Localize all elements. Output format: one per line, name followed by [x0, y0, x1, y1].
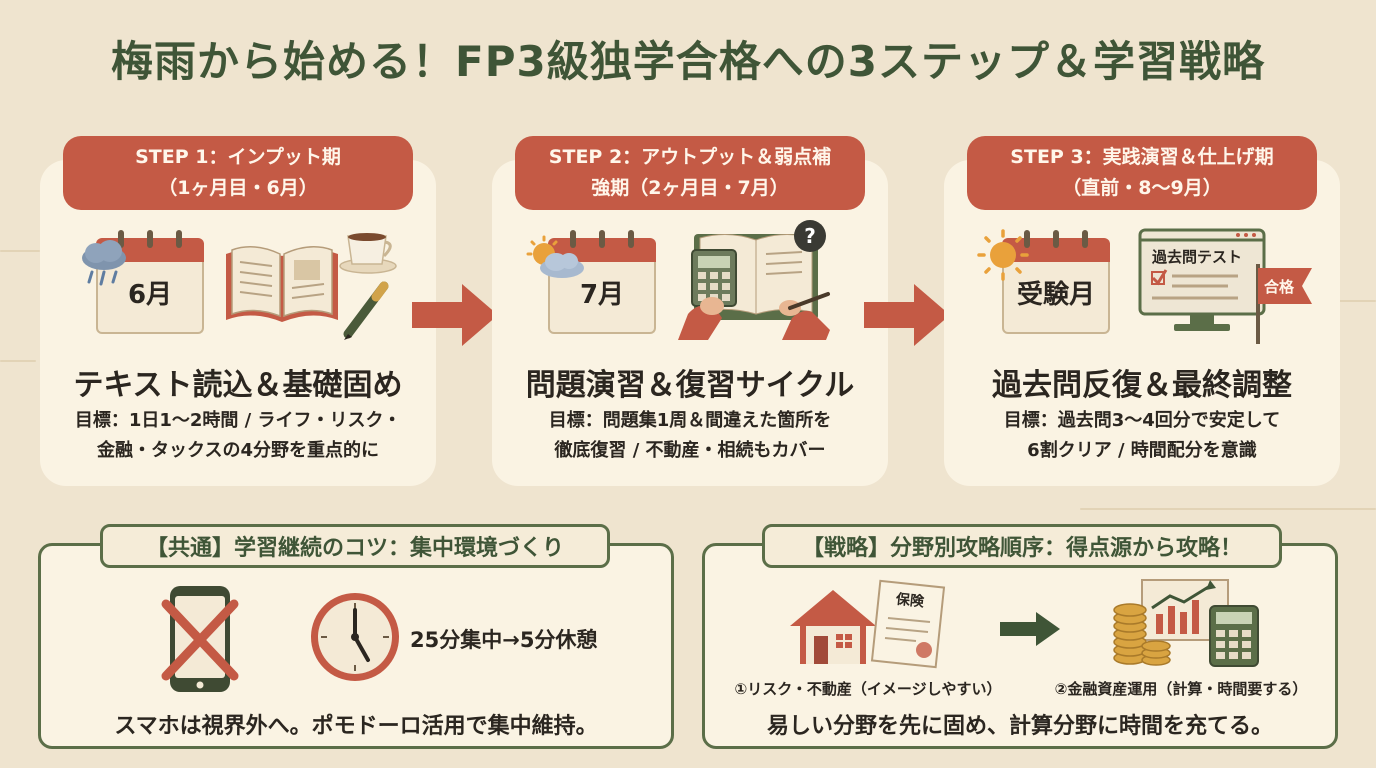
step-1-goal-line2: 金融・タックスの4分野を重点的に: [97, 440, 379, 461]
strategy-header: 【戦略】分野別攻略順序：得点源から攻略！: [762, 524, 1282, 568]
pen-icon: [343, 281, 389, 340]
clock-icon: [311, 593, 399, 681]
step-2-goal-line1: 目標：問題集1周＆間違えた箇所を: [548, 410, 832, 431]
step-2-goal-line2: 徹底復習 / 不動産・相続もカバー: [554, 440, 826, 461]
step-3-goal-line2: 6割クリア / 時間配分を意識: [1027, 440, 1257, 461]
step-3-main-text: 過去問反復＆最終調整: [992, 368, 1292, 403]
page-title: 梅雨から始める！FP3級独学合格への3ステップ＆学習戦略: [111, 37, 1265, 86]
arrow-right-icon: [412, 284, 498, 346]
strategy-item-2: ②金融資産運用（計算・時間要する）: [1054, 680, 1308, 698]
step-3-header-line1: STEP 3：実践演習＆仕上げ期: [1010, 146, 1274, 168]
step-1-calendar-month: 6月: [127, 280, 173, 310]
pass-flag-label: 合格: [1264, 278, 1295, 296]
step-2-calendar-month: 7月: [579, 280, 625, 310]
svg-text:?: ?: [804, 224, 816, 248]
background-line: [0, 250, 40, 252]
step-1-calendar-icon: 6月: [96, 230, 204, 334]
step-1-goal-line1: 目標：1日1〜2時間 / ライフ・リスク・: [74, 410, 402, 431]
step-3-header: STEP 3：実践演習＆仕上げ期 （直前・8〜9月）: [967, 136, 1317, 210]
step-1-header-line2: （1ヶ月目・6月）: [158, 177, 318, 199]
sun-icon: [977, 229, 1029, 281]
background-line: [1330, 300, 1376, 302]
step-2-header-line2: 強期（2ヶ月目・7月）: [591, 177, 789, 199]
sun-cloud-icon: [526, 235, 584, 278]
step-1-header: STEP 1：インプット期 （1ヶ月目・6月）: [63, 136, 413, 210]
step-1-main-text: テキスト読込＆基礎固め: [73, 368, 403, 403]
step-3-calendar-month: 受験月: [1016, 280, 1095, 310]
background-line: [1080, 508, 1376, 510]
no-smartphone-icon: [161, 586, 239, 692]
workbook-study-icon: ?: [678, 220, 830, 340]
step-1-header-line1: STEP 1：インプット期: [135, 146, 341, 168]
insurance-document-icon: 保険: [870, 579, 950, 669]
step-3-header-line2: （直前・8〜9月）: [1062, 177, 1222, 199]
common-tips-caption: スマホは視界外へ。ポモドーロ活用で集中維持。: [114, 714, 598, 739]
insurance-document-label: 保険: [895, 591, 925, 611]
step-2-main-text: 問題演習＆復習サイクル: [525, 368, 855, 403]
step-2-header: STEP 2：アウトプット＆弱点補 強期（2ヶ月目・7月）: [515, 136, 865, 210]
arrow-right-icon: [1000, 612, 1060, 646]
open-book-icon: [226, 246, 338, 322]
strategy-caption: 易しい分野を先に固め、計算分野に時間を充てる。: [766, 714, 1273, 739]
coffee-cup-icon: [339, 233, 397, 274]
step-3-calendar-icon: 受験月: [1002, 230, 1110, 334]
house-icon: [790, 590, 876, 664]
step-3-goal-line1: 目標：過去問3〜4回分で安定して: [1003, 410, 1281, 431]
exam-screen-icon: 過去問テスト: [1138, 228, 1266, 334]
pomodoro-text: 25分集中→5分休憩: [410, 628, 598, 652]
pass-flag-icon: 合格: [1252, 264, 1312, 344]
coins-chart-calculator-icon: [1113, 579, 1259, 667]
exam-screen-title: 過去問テスト: [1152, 248, 1243, 266]
background-line: [0, 360, 36, 362]
step-2-header-line1: STEP 2：アウトプット＆弱点補: [548, 146, 832, 168]
common-tips-header: 【共通】学習継続のコツ：集中環境づくり: [100, 524, 610, 568]
rain-cloud-icon: [82, 240, 126, 286]
strategy-item-1: ①リスク・不動産（イメージしやすい）: [734, 680, 1002, 698]
arrow-right-icon: [864, 284, 950, 346]
